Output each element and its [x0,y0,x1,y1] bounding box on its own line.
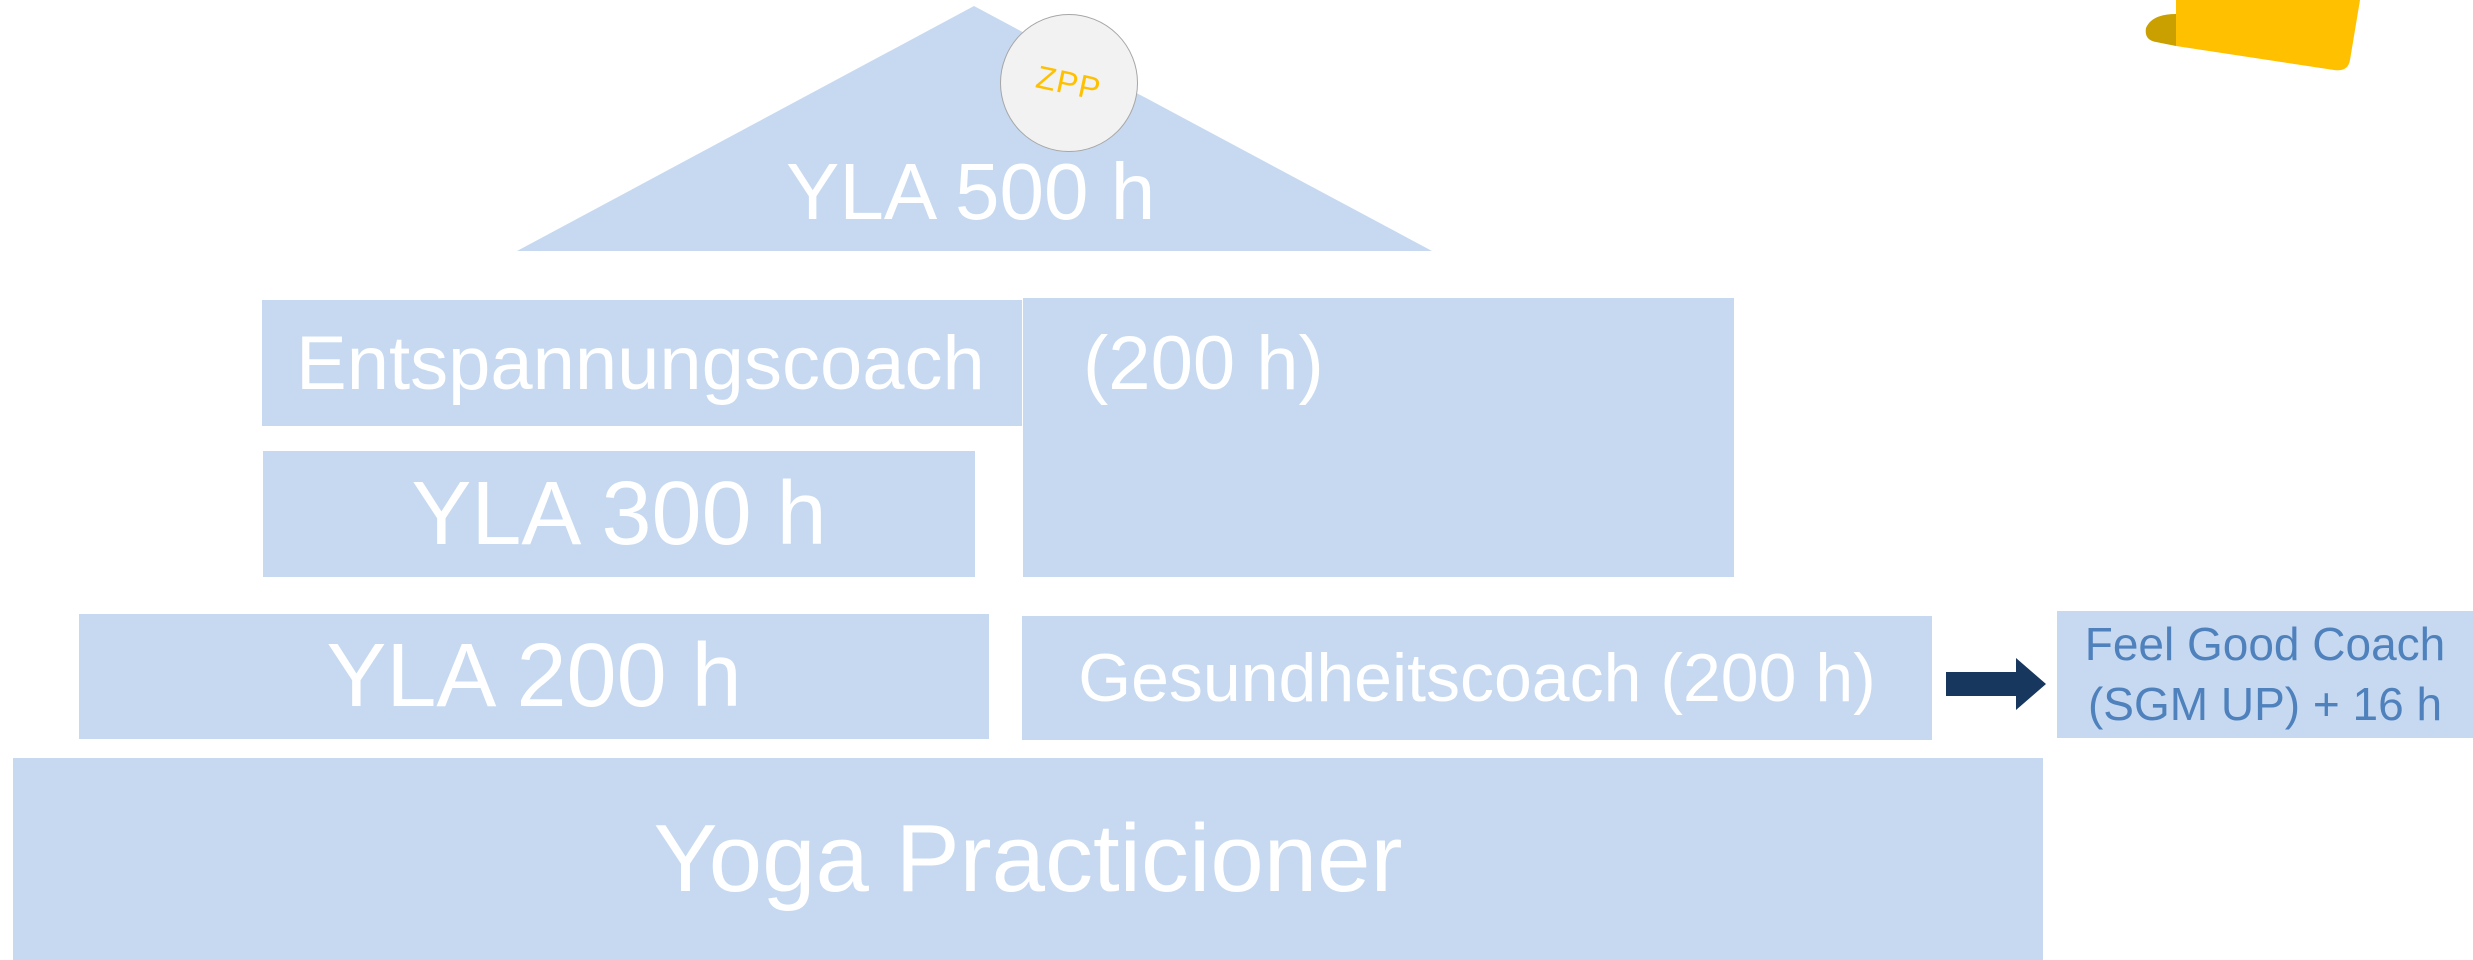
zpp-badge-text: ZPP [1033,58,1105,107]
right-arrow-icon [1946,658,2046,710]
entspannungscoach-block [262,300,1022,426]
folder-icon [2145,0,2360,71]
entspannungscoach-hours: (200 h) [1083,321,1324,406]
zpp-badge: ZPP [1000,14,1138,152]
yla-200-label: YLA 200 h [326,626,742,726]
feel-good-coach-line1: Feel Good Coach [2084,617,2446,670]
feel-good-coach-block: Feel Good Coach (SGM UP) + 16 h [2057,611,2473,738]
yla-300-label: YLA 300 h [411,463,827,564]
yla-200-block: YLA 200 h [79,614,989,739]
gesundheitscoach-block: Gesundheitscoach (200 h) [1022,616,1932,740]
yla-500-label: YLA 500 h [786,147,1156,236]
yoga-practicioner-label: Yoga Practicioner [653,805,1403,912]
gesundheitscoach-label: Gesundheitscoach (200 h) [1078,640,1876,716]
feel-good-coach-line2: (SGM UP) + 16 h [2087,677,2443,730]
roof-triangle [517,6,1432,251]
entspannungscoach-label: Entspannungscoach [296,321,985,406]
entspannungscoach-side-block [1023,298,1734,577]
yla-300-block: YLA 300 h [263,451,975,577]
yoga-practicioner-block: Yoga Practicioner [13,758,2043,960]
